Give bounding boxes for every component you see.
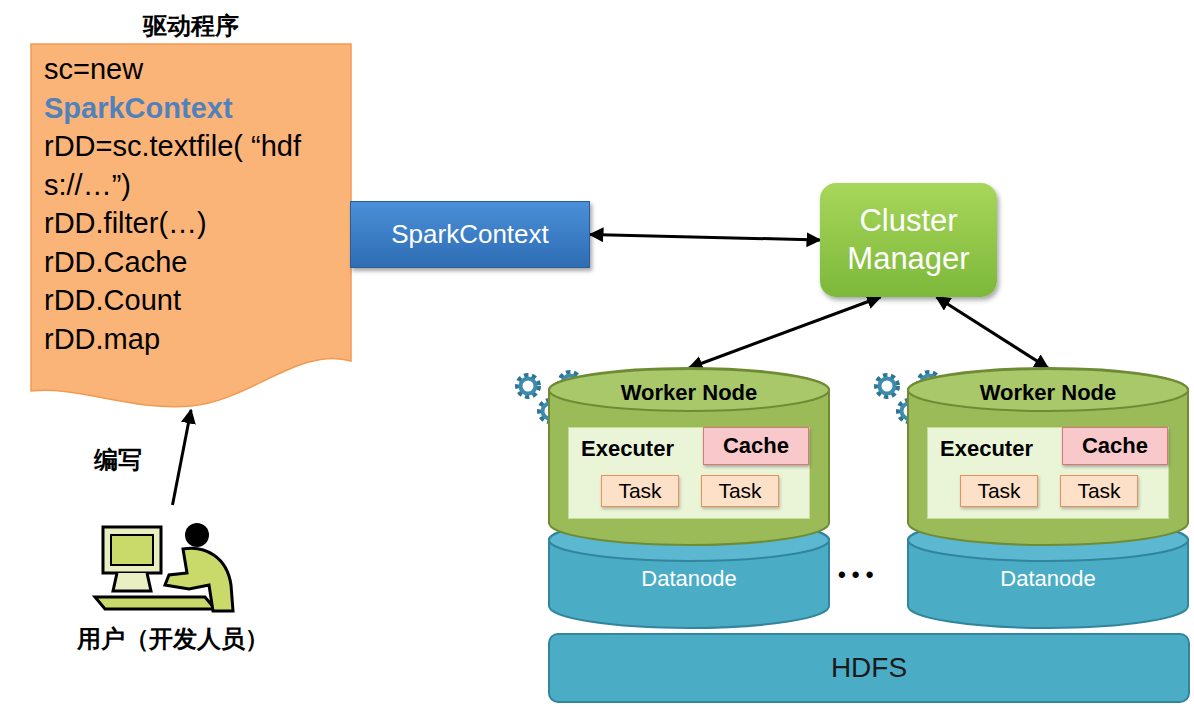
code-line: rDD=sc.textfile( “hdfs://…”) (44, 127, 329, 204)
box-label: Cluster Manager (832, 202, 985, 278)
cluster-manager-box: Cluster Manager (820, 183, 997, 297)
cylinder-top (908, 519, 1188, 561)
monitor-screen (111, 535, 153, 565)
person-body (165, 548, 233, 611)
code-line: rDD.map (44, 320, 329, 359)
worker-node-cylinder: Worker NodeExecuter CacheTask Task (548, 368, 830, 545)
monitor-stand (113, 573, 151, 591)
executor-label: Executer (581, 436, 674, 462)
code-keyword: SparkContext (44, 89, 233, 128)
document-title: 驱动程序 (30, 10, 352, 42)
user-icon (55, 505, 290, 617)
code-line: rDD.Cache (44, 243, 329, 282)
cache-box: Cache (703, 427, 809, 465)
person-head (185, 523, 209, 547)
ellipsis-label: • • • (838, 562, 873, 588)
task-box: Task (601, 475, 679, 507)
datanode-label: Datanode (548, 566, 830, 592)
code-block: sc=newSparkContextrDD=sc.textfile( “hdfs… (44, 50, 329, 358)
cache-box: Cache (1062, 427, 1168, 465)
connector-arrow (937, 297, 1049, 368)
driver-program-document: 驱动程序 sc=newSparkContextrDD=sc.textfile( “… (30, 6, 352, 410)
connector-arrow (689, 297, 881, 368)
task-label: Task (977, 479, 1020, 503)
task-label: Task (1077, 479, 1120, 503)
task-label: Task (718, 479, 761, 503)
document-outline (31, 44, 351, 407)
keyboard (95, 597, 215, 609)
task-label: Task (618, 479, 661, 503)
code-line: rDD.Count (44, 281, 329, 320)
code-line: sc=new (44, 50, 329, 89)
monitor (103, 527, 161, 573)
edge-label: 编写 (94, 444, 142, 476)
cylinder-top (908, 369, 1188, 411)
executor-panel: Executer CacheTask Task (568, 427, 810, 519)
box-label: SparkContext (391, 219, 549, 250)
task-box: Task (701, 475, 779, 507)
task-box: Task (960, 475, 1038, 507)
cache-label: Cache (723, 433, 789, 459)
datanode-label: Datanode (907, 566, 1189, 592)
cylinder-top (549, 369, 829, 411)
cylinder-body (549, 518, 829, 628)
executor-panel: Executer CacheTask Task (927, 427, 1169, 519)
hdfs-label: HDFS (831, 652, 907, 684)
hdfs-band: HDFS (548, 633, 1190, 703)
cylinder-top (549, 519, 829, 561)
user-developer: 用户（开发人员） (55, 505, 290, 655)
connector-arrow (173, 410, 192, 505)
cylinder-body (908, 518, 1188, 628)
executor-label: Executer (940, 436, 1033, 462)
cylinder-body (908, 368, 1188, 545)
connector-arrow (590, 235, 820, 241)
node-title: Worker Node (907, 380, 1189, 406)
user-label: 用户（开发人员） (55, 623, 290, 655)
cylinder-body (549, 368, 829, 545)
cache-label: Cache (1082, 433, 1148, 459)
code-line: rDD.filter(…) (44, 204, 329, 243)
worker-node-cylinder: Worker NodeExecuter CacheTask Task (907, 368, 1189, 545)
task-box: Task (1060, 475, 1138, 507)
spark-context-box: SparkContext (350, 201, 590, 268)
node-title: Worker Node (548, 380, 830, 406)
